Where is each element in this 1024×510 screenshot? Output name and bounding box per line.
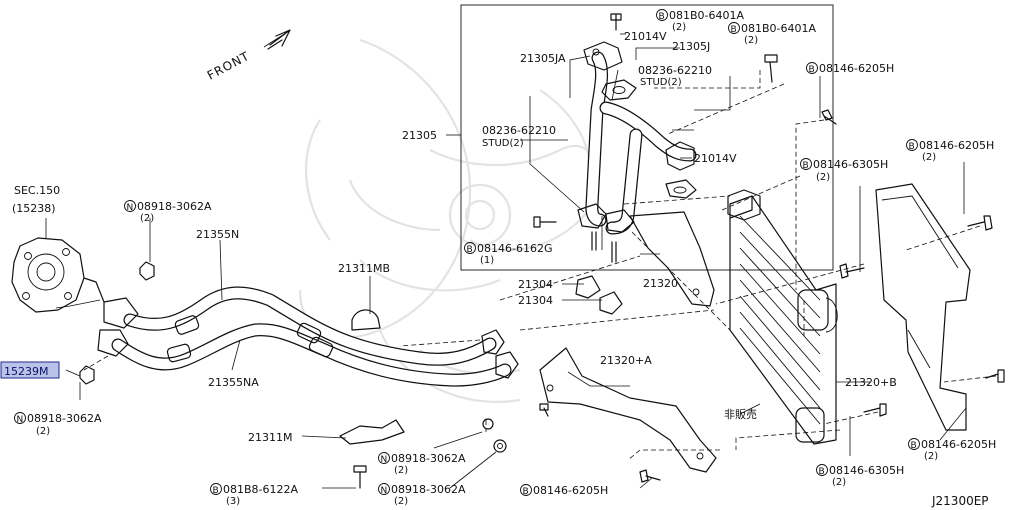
n1-qty: (2)	[140, 213, 154, 224]
b10-qty: (3)	[226, 496, 240, 507]
diagram-id: J21300EP	[931, 494, 989, 508]
label-21305ja: 21305JA	[520, 52, 566, 65]
b10-prefix: B	[213, 486, 219, 496]
n4-qty: (2)	[394, 496, 408, 507]
bolt-icons	[539, 109, 1005, 483]
label-21355na: 21355NA	[208, 376, 259, 389]
b2-qty: (2)	[744, 35, 758, 46]
label-21305: 21305	[402, 129, 437, 142]
label-21304-a: 21304	[518, 278, 553, 291]
n4-part: 08918-3062A	[391, 483, 466, 496]
sec-ref-line2: (15238)	[12, 202, 56, 215]
b8-qty: (2)	[832, 477, 846, 488]
label-21305j: 21305J	[672, 40, 710, 53]
label-21304-b: 21304	[518, 294, 553, 307]
oil-pump-housing	[11, 237, 105, 313]
b10-part: 081B8-6122A	[223, 483, 299, 496]
b5-prefix: B	[803, 161, 809, 171]
b7-qty: (2)	[924, 451, 938, 462]
front-label: FRONT	[205, 49, 252, 83]
stud-2-part: 08236-62210	[482, 124, 556, 137]
b7-prefix: B	[911, 441, 917, 451]
stud-2-qty: STUD(2)	[482, 138, 524, 149]
cooler-cover	[875, 183, 971, 431]
sec-ref-line1: SEC.150	[14, 184, 60, 197]
label-21320a: 21320+A	[600, 354, 652, 367]
n2-part: 08918-3062A	[27, 412, 102, 425]
n3-qty: (2)	[394, 465, 408, 476]
oil-cooler-core	[727, 189, 838, 445]
b3-prefix: B	[809, 65, 815, 75]
b2-prefix: B	[731, 25, 737, 35]
n1-prefix: N	[127, 203, 134, 213]
nut-callouts: N 08918-3062A (2) N 08918-3062A (2) N 08…	[14, 200, 466, 507]
b4-qty: (2)	[922, 152, 936, 163]
bolt-callouts: B 081B0-6401A (2) B 081B0-6401A (2) B 08…	[210, 9, 996, 507]
b1-qty: (2)	[672, 22, 686, 33]
background-watermark	[298, 38, 599, 403]
stud-1-part: 08236-62210	[638, 64, 712, 77]
label-21311m: 21311M	[248, 431, 292, 444]
b1-prefix: B	[659, 12, 665, 22]
label-21320: 21320	[643, 277, 678, 290]
b1-part: 081B0-6401A	[669, 9, 745, 22]
stud-callouts: 08236-62210 STUD(2) 08236-62210 STUD(2)	[482, 64, 712, 149]
b9-prefix: B	[523, 487, 529, 497]
detail-frame	[460, 4, 834, 271]
label-21311mb: 21311MB	[338, 262, 390, 275]
n4-prefix: N	[381, 486, 388, 496]
part-labels: 21305 21305JA 21305J 21014V 21014V 21355…	[12, 30, 989, 508]
highlighted-part[interactable]: 15239M	[0, 361, 60, 379]
b8-prefix: B	[819, 467, 825, 477]
b9-part: 08146-6205H	[533, 484, 608, 497]
b4-part: 08146-6205H	[919, 139, 994, 152]
n3-prefix: N	[381, 455, 388, 465]
stud-1-qty: STUD(2)	[640, 77, 682, 88]
b4-prefix: B	[909, 142, 915, 152]
label-21014v-mid: 21014V	[694, 152, 737, 165]
leader-lines	[45, 33, 967, 489]
non-service-label: 非販売	[724, 408, 757, 421]
assembly-lines	[83, 70, 997, 461]
label-21320b: 21320+B	[845, 376, 897, 389]
label-21014v-top: 21014V	[624, 30, 667, 43]
b7-part: 08146-6205H	[921, 438, 996, 451]
b3-part: 08146-6205H	[819, 62, 894, 75]
b6-part: 08146-6162G	[477, 242, 552, 255]
n1-part: 08918-3062A	[137, 200, 212, 213]
front-arrow: FRONT	[205, 29, 291, 83]
b2-part: 081B0-6401A	[741, 22, 817, 35]
label-15239m: 15239M	[4, 365, 48, 378]
n2-qty: (2)	[36, 426, 50, 437]
n2-prefix: N	[17, 415, 24, 425]
b5-qty: (2)	[816, 172, 830, 183]
bracket-21320	[539, 211, 717, 473]
b6-prefix: B	[467, 245, 473, 255]
label-21355n: 21355N	[196, 228, 239, 241]
n3-part: 08918-3062A	[391, 452, 466, 465]
highlight-box	[0, 361, 60, 379]
b5-part: 08146-6305H	[813, 158, 888, 171]
b8-part: 08146-6305H	[829, 464, 904, 477]
oil-cooler-hoses	[97, 286, 519, 387]
upper-tube-assembly	[533, 13, 778, 263]
b6-qty: (1)	[480, 255, 494, 266]
